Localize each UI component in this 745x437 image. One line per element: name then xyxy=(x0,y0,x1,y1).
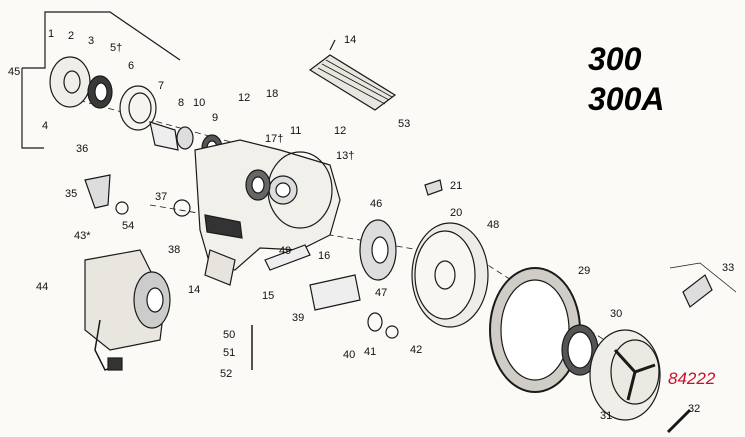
callout-37: 37 xyxy=(155,191,168,203)
ring-30 xyxy=(561,324,599,376)
callout-12a: 12 xyxy=(238,92,251,104)
jaws-33 xyxy=(669,262,737,308)
callout-6: 6 xyxy=(128,60,135,72)
washer-37 xyxy=(173,199,191,217)
callout-33: 33 xyxy=(722,262,735,274)
callout-13: 13† xyxy=(336,150,355,162)
arm-35 xyxy=(84,174,111,209)
callout-11: 11 xyxy=(290,125,302,137)
callout-14b: 14 xyxy=(188,284,201,296)
callout-50: 50 xyxy=(223,329,236,341)
callout-29: 29 xyxy=(578,265,591,277)
callout-18: 18 xyxy=(266,88,279,100)
callout-4: 4 xyxy=(42,120,49,132)
callout-30: 30 xyxy=(610,308,623,320)
callout-36: 36 xyxy=(76,143,89,155)
callout-54: 54 xyxy=(122,220,135,232)
callout-39: 39 xyxy=(292,312,305,324)
gear-3 xyxy=(49,56,91,108)
callout-48: 48 xyxy=(487,219,500,231)
callout-17: 17† xyxy=(265,133,284,145)
washer-54 xyxy=(115,201,129,215)
callout-16: 16 xyxy=(318,250,331,262)
callout-53: 53 xyxy=(398,118,411,130)
callout-41: 41 xyxy=(364,346,377,358)
chuck-31 xyxy=(589,329,661,421)
callout-32: 32 xyxy=(688,403,701,415)
callout-44: 44 xyxy=(36,281,49,293)
ring-7 xyxy=(119,85,157,131)
fitting-21 xyxy=(424,179,443,196)
model-300a: 300A xyxy=(588,81,665,117)
kit-number: 84222 xyxy=(668,369,716,388)
callout-40: 40 xyxy=(343,349,356,361)
callout-12b: 12 xyxy=(334,125,347,137)
callout-43: 43* xyxy=(74,230,91,242)
callout-1: 1 xyxy=(48,28,55,40)
washer-42 xyxy=(385,325,399,339)
callout-49: 49 xyxy=(279,245,292,257)
callout-14a: 14 xyxy=(344,34,357,46)
motor-43 xyxy=(84,249,171,371)
callout-5: 5† xyxy=(110,42,123,54)
bearing-6 xyxy=(87,75,113,109)
callout-2: 2 xyxy=(68,30,75,42)
callout-51: 51 xyxy=(223,347,236,359)
callout-31: 31 xyxy=(600,410,613,422)
callout-10: 10 xyxy=(193,97,206,109)
foot-pedal-53 xyxy=(308,39,397,111)
callout-46: 46 xyxy=(370,198,383,210)
callout-15: 15 xyxy=(262,290,275,302)
collar-41 xyxy=(367,312,383,332)
front-plate-46 xyxy=(359,219,397,281)
callout-9: 9 xyxy=(212,112,219,124)
callout-52: 52 xyxy=(220,368,233,380)
callout-47: 47 xyxy=(375,287,388,299)
tire-29 xyxy=(489,267,581,393)
handwheel-48 xyxy=(411,222,489,328)
callout-21: 21 xyxy=(450,180,463,192)
callout-38: 38 xyxy=(168,244,181,256)
callout-42: 42 xyxy=(410,344,423,356)
callout-3: 3 xyxy=(88,35,95,47)
screw-32 xyxy=(666,408,692,434)
callout-7: 7 xyxy=(158,80,165,92)
callout-35: 35 xyxy=(65,188,78,200)
assembly-bracket-45 xyxy=(21,11,181,149)
rods-39 xyxy=(264,244,361,311)
callout-8: 8 xyxy=(178,97,185,109)
model-300: 300 xyxy=(588,41,642,77)
callout-20: 20 xyxy=(450,207,463,219)
callout-45: 45 xyxy=(8,66,21,78)
gear-housing-11 xyxy=(194,139,341,286)
